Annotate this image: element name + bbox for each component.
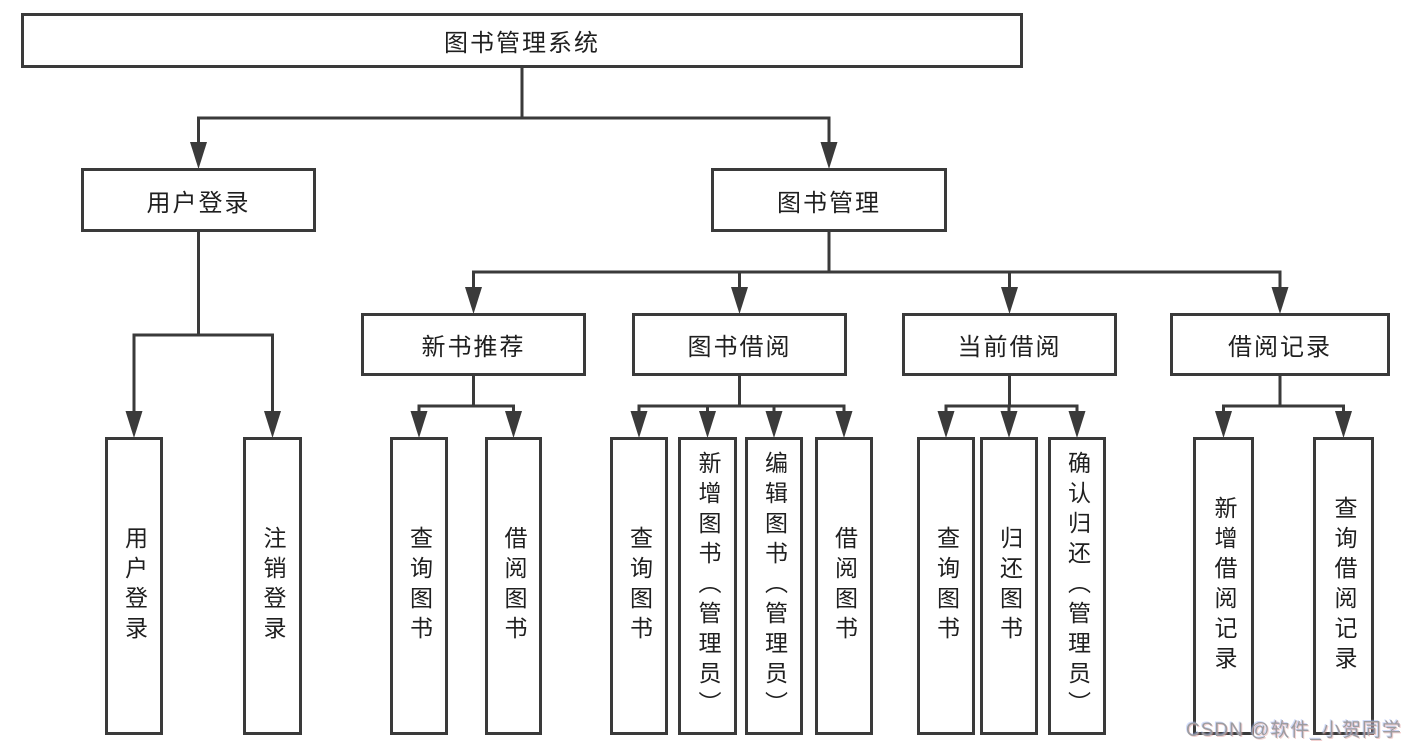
diagram-node-leaf-borrow-book-new: 借阅图书: [485, 437, 542, 735]
arrowhead-icon: [731, 287, 748, 314]
diagram-node-leaf-user-login: 用户登录: [105, 437, 163, 735]
diagram-node-book-management: 图书管理: [711, 168, 947, 232]
node-label: 新书推荐: [421, 334, 526, 361]
diagram-node-leaf-query-borrow-record: 查询借阅记录: [1313, 437, 1374, 735]
node-label: 新增借阅记录: [1211, 496, 1237, 676]
arrowhead-icon: [190, 142, 207, 169]
node-label: 新增图书（管理员）: [695, 451, 721, 721]
node-label: 查询借阅记录: [1331, 496, 1357, 676]
diagram-node-leaf-query-book-borrow: 查询图书: [610, 437, 668, 735]
diagram-node-leaf-add-book-admin: 新增图书（管理员）: [678, 437, 737, 735]
arrowhead-icon: [1000, 411, 1018, 438]
diagram-node-new-book-recommend: 新书推荐: [361, 313, 586, 376]
node-label: 查询图书: [933, 526, 960, 646]
diagram-node-root: 图书管理系统: [21, 13, 1023, 68]
arrowhead-icon: [505, 411, 522, 438]
arrowhead-icon: [410, 411, 428, 438]
node-label: 编辑图书（管理员）: [761, 451, 788, 721]
node-label: 确认归还（管理员）: [1064, 451, 1091, 721]
node-label: 图书管理: [777, 189, 881, 217]
arrowhead-icon: [835, 411, 853, 438]
watermark: CSDN @软件_小贺同学: [1186, 720, 1402, 741]
node-label: 用户登录: [121, 526, 148, 646]
node-label: 借阅图书: [501, 526, 527, 646]
node-label: 查询图书: [626, 526, 653, 646]
node-label: 当前借阅: [957, 334, 1062, 361]
node-label: 归还图书: [996, 526, 1023, 646]
diagram-node-leaf-query-book-new: 查询图书: [390, 437, 448, 735]
arrowhead-icon: [264, 411, 281, 438]
diagram-node-leaf-return-book: 归还图书: [980, 437, 1038, 735]
arrowhead-icon: [1215, 411, 1232, 438]
arrowhead-icon: [937, 411, 955, 438]
node-label: 借阅记录: [1228, 334, 1332, 361]
arrowhead-icon: [1335, 411, 1352, 438]
diagram-node-leaf-query-book-current: 查询图书: [917, 437, 975, 735]
diagram-node-leaf-logout: 注销登录: [243, 437, 302, 735]
node-label: 注销登录: [260, 526, 286, 646]
arrowhead-icon: [1068, 411, 1086, 438]
arrowhead-icon: [125, 411, 143, 438]
diagram-node-current-borrow: 当前借阅: [902, 313, 1117, 376]
diagram-node-leaf-borrow-book: 借阅图书: [815, 437, 873, 735]
arrowhead-icon: [465, 287, 482, 314]
diagram-node-leaf-edit-book-admin: 编辑图书（管理员）: [745, 437, 803, 735]
node-label: 用户登录: [146, 189, 251, 217]
arrowhead-icon: [630, 411, 648, 438]
node-label: 查询图书: [406, 526, 433, 646]
diagram-node-user-login: 用户登录: [81, 168, 316, 232]
arrowhead-icon: [699, 411, 716, 438]
node-label: 图书管理系统: [444, 30, 600, 57]
arrowhead-icon: [820, 142, 838, 169]
node-label: 图书借阅: [687, 334, 792, 361]
arrowhead-icon: [765, 411, 783, 438]
diagram-node-borrow-records: 借阅记录: [1170, 313, 1390, 376]
node-label: 借阅图书: [831, 526, 858, 646]
diagram-node-leaf-add-borrow-record: 新增借阅记录: [1193, 437, 1254, 735]
diagram-node-book-borrow: 图书借阅: [632, 313, 847, 376]
arrowhead-icon: [1271, 287, 1289, 314]
diagram-node-leaf-confirm-return-admin: 确认归还（管理员）: [1048, 437, 1106, 735]
arrowhead-icon: [1001, 287, 1018, 314]
